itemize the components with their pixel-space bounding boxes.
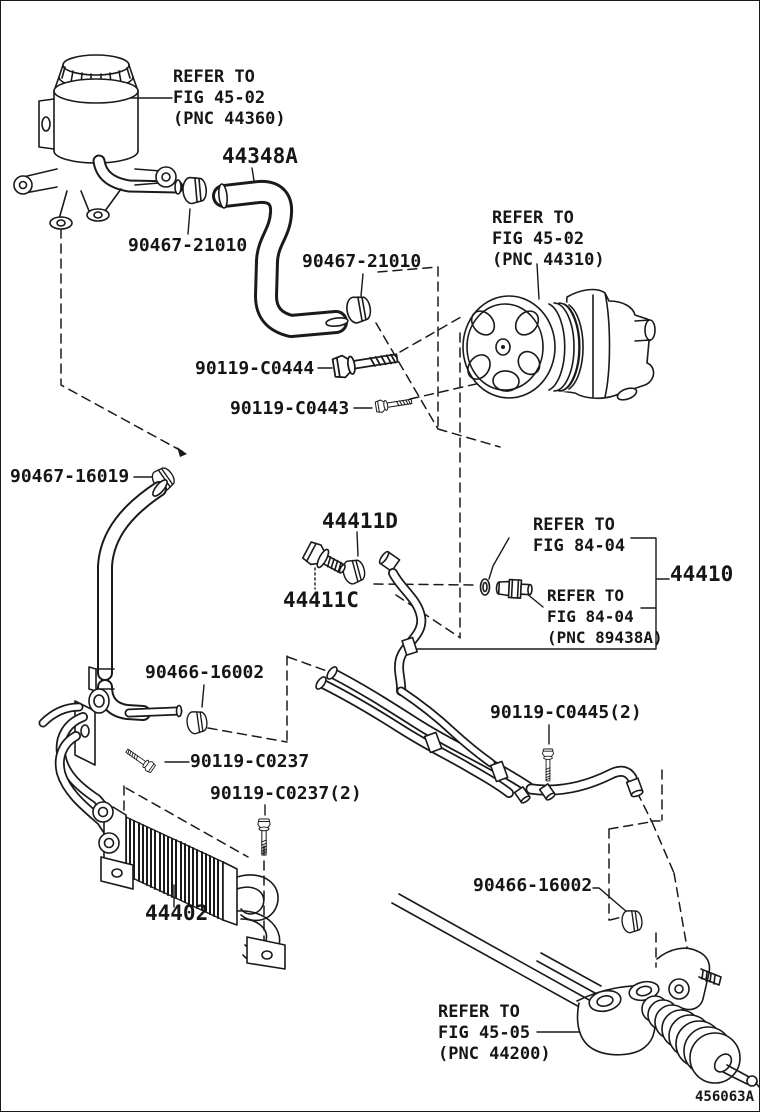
bolt-90119-c0444 <box>331 346 400 380</box>
part-label-90467-16019[interactable]: 90467-16019 <box>10 466 130 487</box>
part-label-90466-16002-a[interactable]: 90466-16002 <box>145 662 265 683</box>
part-label-90119-c0237-2[interactable]: 90119-C0237(2) <box>210 783 362 804</box>
part-label-44410[interactable]: 44410 <box>670 562 734 586</box>
figure-code: 456063A <box>695 1089 755 1105</box>
part-label-44411d[interactable]: 44411D <box>322 509 398 533</box>
part-label-90119-c0443[interactable]: 90119-C0443 <box>230 398 350 419</box>
bolt-90119-c0237 <box>123 745 157 774</box>
part-label-90119-c0445[interactable]: 90119-C0445(2) <box>490 702 642 723</box>
part-label-90119-c0237[interactable]: 90119-C0237 <box>190 751 310 772</box>
tube-junction <box>38 688 183 844</box>
pressure-tube-assembly-44410 <box>315 550 644 804</box>
part-label-44411c[interactable]: 44411C <box>283 588 359 612</box>
union-bolt-44411c <box>301 541 346 574</box>
refer-note-rack: REFER TO FIG 45-05 (PNC 44200) <box>438 1002 551 1064</box>
refer-note-pump: REFER TO FIG 45-02 (PNC 44310) <box>492 208 605 270</box>
oil-cooler-44402 <box>92 801 286 970</box>
part-label-44348a[interactable]: 44348A <box>222 144 298 168</box>
clamp-44411d <box>340 556 368 587</box>
part-label-90467-21010-b[interactable]: 90467-21010 <box>302 251 422 272</box>
leader-arrow <box>177 447 187 457</box>
refer-note-8404-bottom: REFER TO FIG 84-04 (PNC 89438A) <box>547 586 663 647</box>
part-label-90466-16002-b[interactable]: 90466-16002 <box>473 875 593 896</box>
construction-lines <box>60 228 690 968</box>
o-ring <box>479 578 491 596</box>
refer-note-8404-top: REFER TO FIG 84-04 <box>533 515 626 556</box>
part-label-90467-21010-a[interactable]: 90467-21010 <box>128 235 248 256</box>
power-steering-pump <box>462 288 656 401</box>
clamp-90467-21010-a <box>181 175 209 205</box>
bolt-90119-c0445 <box>542 748 554 782</box>
bolt-90119-c0443 <box>374 394 413 414</box>
refer-note-reservoir: REFER TO FIG 45-02 (PNC 44360) <box>173 67 286 129</box>
feed-hose-44348a <box>212 179 349 338</box>
clamp-90466-16002-b <box>619 908 644 935</box>
part-label-44402[interactable]: 44402 <box>145 901 209 925</box>
steering-rack <box>391 893 759 1089</box>
pressure-switch <box>495 578 533 599</box>
clamp-90466-16002-a <box>184 709 209 736</box>
fluid-reservoir <box>13 54 184 230</box>
part-label-90119-c0444[interactable]: 90119-C0444 <box>195 358 315 379</box>
clamp-90467-21010-b <box>344 293 374 326</box>
